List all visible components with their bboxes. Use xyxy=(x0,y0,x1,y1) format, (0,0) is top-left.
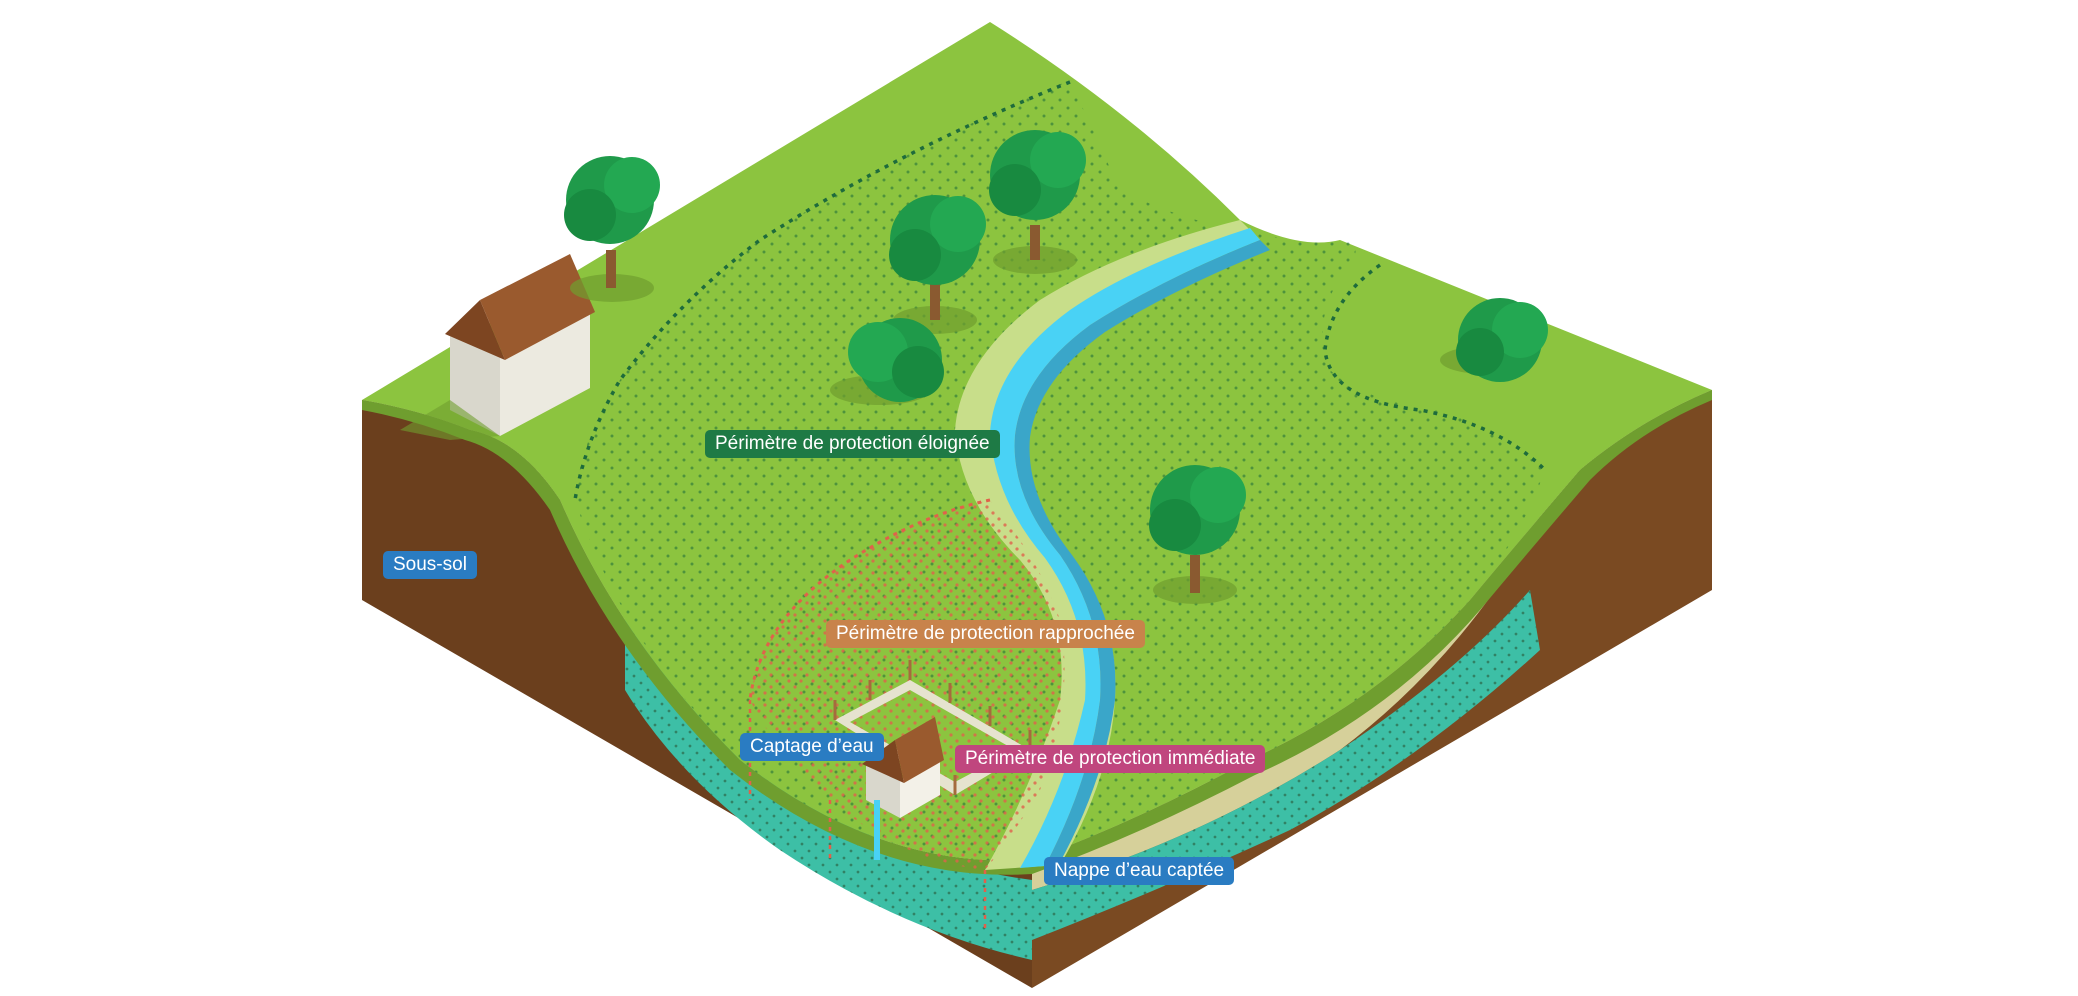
tree-5 xyxy=(1440,298,1548,382)
subsurface-protection-lines xyxy=(748,700,987,930)
subsoil-label: Sous-sol xyxy=(383,551,477,579)
far-zone-boundary xyxy=(573,80,1071,501)
farmhouse xyxy=(400,254,595,440)
far-zone-boundary-right xyxy=(1323,263,1547,472)
tree-2 xyxy=(989,130,1086,274)
water-intake-building xyxy=(862,717,944,860)
tree-3 xyxy=(889,195,986,334)
water-intake-label: Captage d’eau xyxy=(740,733,884,761)
far-protection-zone-label: Périmètre de protection éloignée xyxy=(705,430,1000,458)
tree-6 xyxy=(1149,465,1246,604)
tree-4 xyxy=(830,318,944,405)
close-protection-zone-label: Périmètre de protection rapprochée xyxy=(826,620,1145,648)
immediate-protection-zone-label: Périmètre de protection immédiate xyxy=(955,745,1266,773)
close-zone-boundary xyxy=(748,498,991,701)
fence xyxy=(833,660,1032,795)
river xyxy=(990,228,1260,868)
tree-1 xyxy=(564,156,660,302)
grass-edge xyxy=(362,390,1712,875)
aquifer-label: Nappe d’eau captée xyxy=(1044,857,1235,885)
